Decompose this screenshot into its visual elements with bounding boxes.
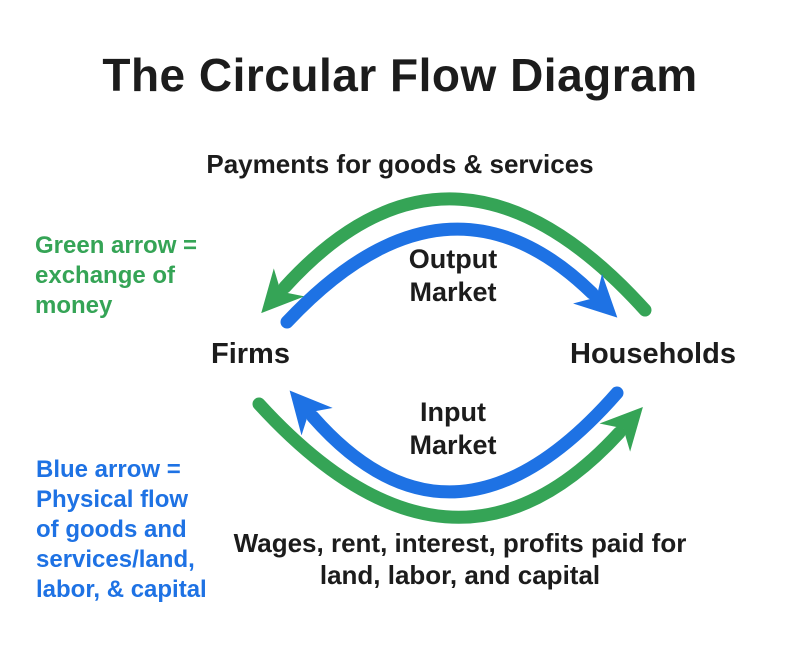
page-title: The Circular Flow Diagram — [102, 49, 698, 101]
bottom-flow-caption: Wages, rent, interest, profits paid for … — [233, 528, 687, 590]
input-market-label: Input Market — [409, 397, 497, 460]
blue-arrow-legend: Blue arrow = Physical flow of goods and … — [36, 456, 207, 603]
output-market-label: Output Market — [408, 244, 498, 307]
households-label: Households — [570, 338, 736, 370]
green-arrow-legend: Green arrow = exchange of money — [35, 232, 198, 319]
firms-label: Firms — [211, 338, 290, 370]
top-flow-caption: Payments for goods & services — [206, 149, 594, 179]
